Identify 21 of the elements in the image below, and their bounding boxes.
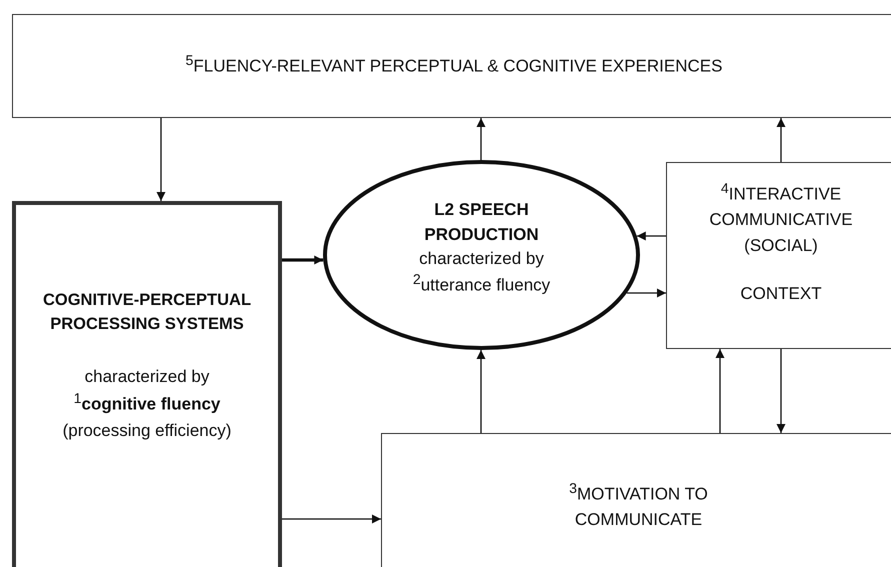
box-description: characterized by $^{1}$cognitive fluency (processing efficiency) <box>62 366 232 442</box>
processing-systems-box <box>12 201 282 567</box>
arrow <box>156 118 166 201</box>
ellipse-description: characterized by $^{2}$utterance fluency <box>412 248 552 297</box>
arrow <box>282 514 381 524</box>
arrow <box>716 349 724 433</box>
arrow <box>282 256 324 264</box>
arrow <box>776 118 786 162</box>
box-heading: $^{4}$INTERACTIVE COMMUNICATIVE (SOCIAL) <box>708 180 854 257</box>
box-heading: COGNITIVE-PERCEPTUAL PROCESSING SYSTEMS <box>42 290 252 335</box>
context-box <box>666 162 891 349</box>
experience-box <box>12 14 891 118</box>
arrow <box>636 232 666 240</box>
box-title: $^{3}$MOTIVATION TO COMMUNICATE <box>568 480 709 532</box>
arrow <box>626 288 666 298</box>
arrow <box>476 118 486 160</box>
box-label: CONTEXT <box>739 283 823 306</box>
arrow <box>776 349 786 433</box>
box-title: $^{5}$FLUENCY-RELEVANT PERCEPTUAL & COGNITIVE EXPERIENCES <box>184 52 724 78</box>
arrow <box>476 350 486 433</box>
motivation-box <box>381 433 891 567</box>
